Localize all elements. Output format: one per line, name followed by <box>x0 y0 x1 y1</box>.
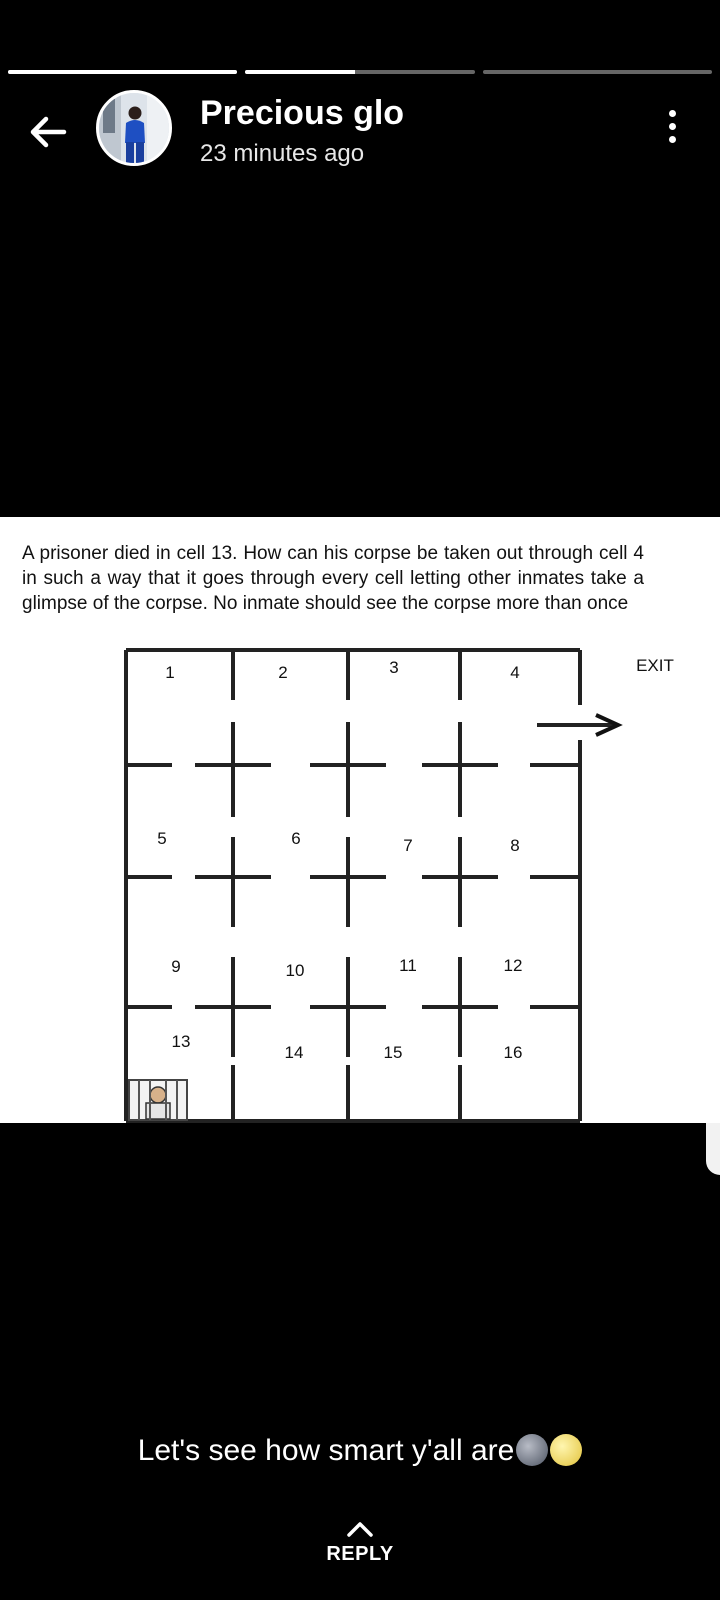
reply-label: REPLY <box>326 1543 394 1565</box>
exit-arrow-icon <box>595 713 623 737</box>
avatar[interactable] <box>96 90 172 166</box>
new-moon-face-emoji <box>516 1434 549 1466</box>
cell-label-9: 9 <box>171 957 180 976</box>
cell-label-2: 2 <box>278 663 287 682</box>
post-timestamp: 23 minutes ago <box>200 140 365 167</box>
progress-segment-2 <box>245 70 475 74</box>
chevron-up-icon <box>347 1522 373 1537</box>
cell-label-11: 11 <box>399 956 417 975</box>
cell-label-12: 12 <box>504 956 523 975</box>
cell-label-3: 3 <box>389 658 398 677</box>
cell-label-14: 14 <box>285 1043 304 1062</box>
cell-label-13: 13 <box>172 1032 191 1051</box>
prisoner-icon <box>128 1079 188 1121</box>
cell-label-5: 5 <box>157 829 166 848</box>
cell-label-7: 7 <box>403 836 412 855</box>
progress-segment-1 <box>8 70 238 74</box>
full-moon-face-emoji <box>550 1434 583 1466</box>
story-image: A prisoner died in cell 13. How can his … <box>0 517 720 1123</box>
more-options-button[interactable] <box>662 110 682 150</box>
cell-label-8: 8 <box>510 836 519 855</box>
more-vert-icon <box>662 110 682 143</box>
cell-label-16: 16 <box>504 1043 523 1062</box>
progress-fill-2 <box>245 70 356 74</box>
story-header: Precious glo 23 minutes ago <box>0 88 720 170</box>
exit-label: EXIT <box>636 656 674 675</box>
poster-name[interactable]: Precious glo <box>200 94 405 132</box>
back-button[interactable] <box>26 110 70 154</box>
back-arrow-icon <box>30 116 67 148</box>
story-caption: Let's see how smart y'all are <box>0 1434 720 1468</box>
progress-fill-1 <box>8 70 238 74</box>
cell-label-4: 4 <box>510 663 519 682</box>
edge-panel-handle[interactable] <box>706 965 720 1175</box>
puzzle-text: A prisoner died in cell 13. How can his … <box>22 543 644 614</box>
avatar-image <box>99 93 169 163</box>
cell-label-10: 10 <box>286 961 305 980</box>
story-progress <box>8 70 712 74</box>
progress-segment-3 <box>482 70 712 74</box>
reply-button[interactable]: REPLY <box>0 1520 720 1566</box>
cell-label-6: 6 <box>291 829 300 848</box>
caption-text: Let's see how smart y'all are <box>137 1434 515 1467</box>
cell-label-1: 1 <box>165 663 174 682</box>
cell-label-15: 15 <box>384 1043 403 1062</box>
